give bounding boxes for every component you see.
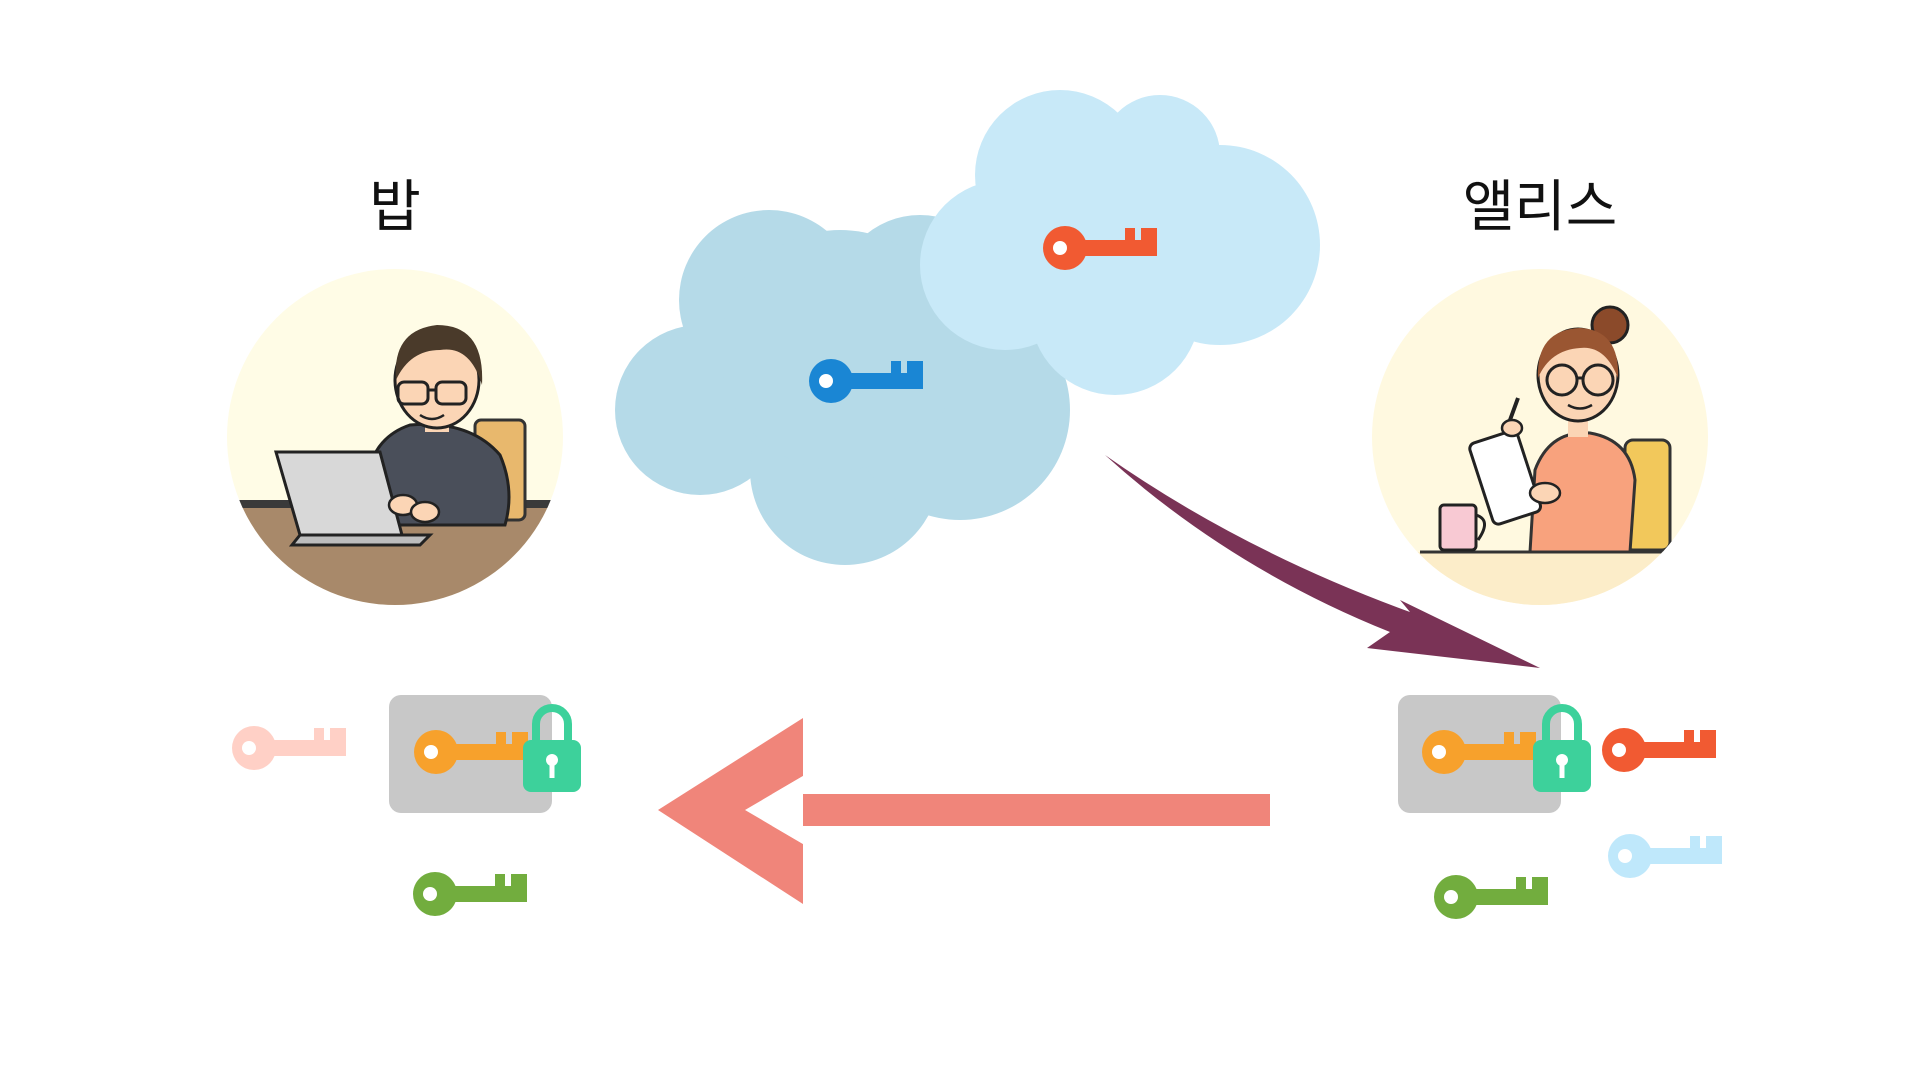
key-icon [413,872,527,916]
key-icon [232,726,346,770]
alice-label: 앨리스 [1462,175,1618,240]
key-icon [1608,834,1722,878]
arrow-salmon [658,718,1270,904]
bob-portrait [227,269,563,605]
key-icon [1602,728,1716,772]
key-icon [1434,875,1548,919]
alice-portrait [1372,269,1708,605]
bob-label: 밥 [369,175,421,240]
